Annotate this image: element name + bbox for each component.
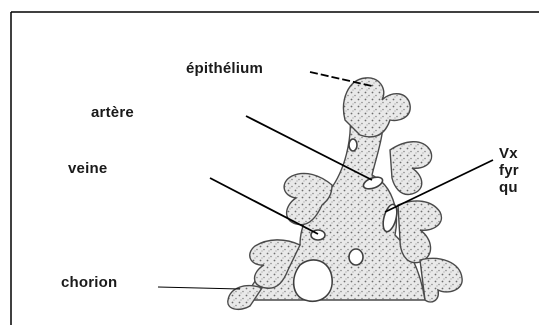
label-vx-line1: Vx: [499, 145, 519, 162]
label-chorion: chorion: [61, 274, 117, 291]
chorion-pointer: [158, 287, 240, 289]
villus-right-branch-lower: [398, 201, 441, 263]
label-vx-line3: qu: [499, 179, 519, 196]
label-vx: Vx fyr qu: [499, 145, 519, 196]
label-epithelium: épithélium: [186, 60, 263, 77]
large-vessel-base: [294, 260, 333, 301]
villus-right-branch-base: [420, 258, 462, 302]
villus-top-branch: [344, 78, 411, 137]
villus-tissue: [228, 78, 462, 310]
capillary-upper: [349, 139, 357, 151]
villus-right-branch-upper: [390, 142, 432, 195]
label-artere: artère: [91, 104, 134, 121]
label-veine: veine: [68, 160, 107, 177]
label-vx-line2: fyr: [499, 162, 519, 179]
capillary-center: [349, 249, 363, 265]
